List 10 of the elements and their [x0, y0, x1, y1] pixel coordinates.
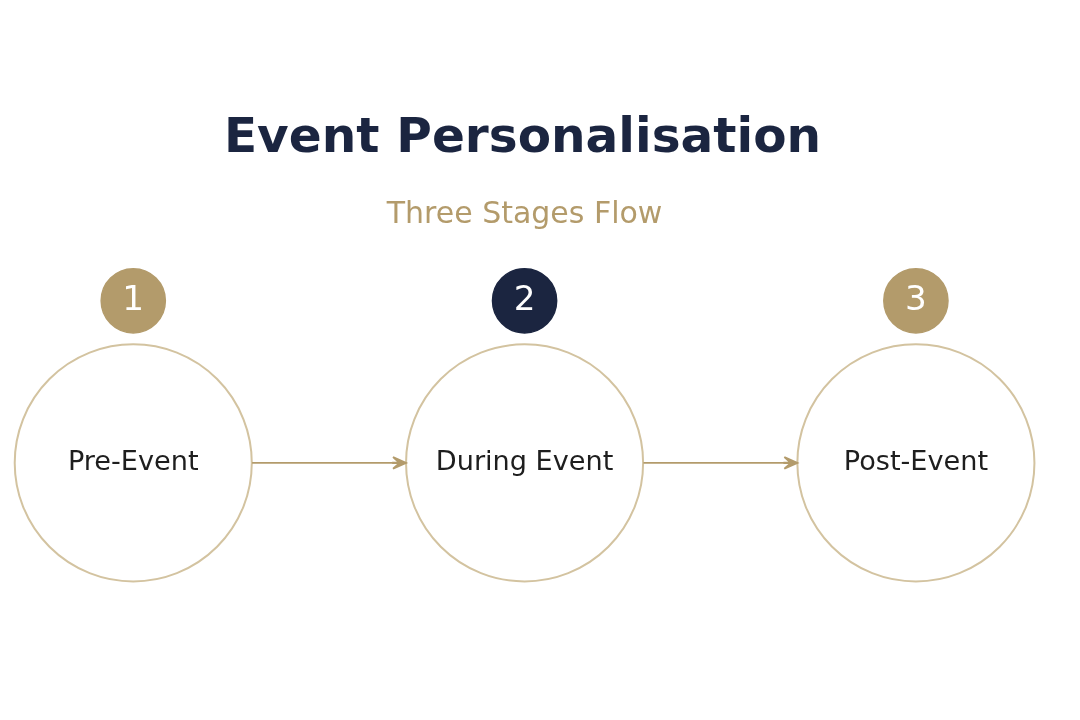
label: Three Stages Flow: [386, 194, 663, 230]
arrow: [251, 455, 407, 470]
node-circle: Post-Event: [796, 342, 1036, 582]
node-circle: 3: [883, 267, 949, 334]
arrow: [642, 455, 799, 470]
node-circle: Pre-Event: [13, 342, 253, 582]
node-circle: During Event: [405, 342, 645, 582]
node-circle: 2: [491, 267, 558, 334]
diagram-title: Event Personalisation: [223, 106, 822, 163]
node-circle: 1: [100, 267, 167, 334]
